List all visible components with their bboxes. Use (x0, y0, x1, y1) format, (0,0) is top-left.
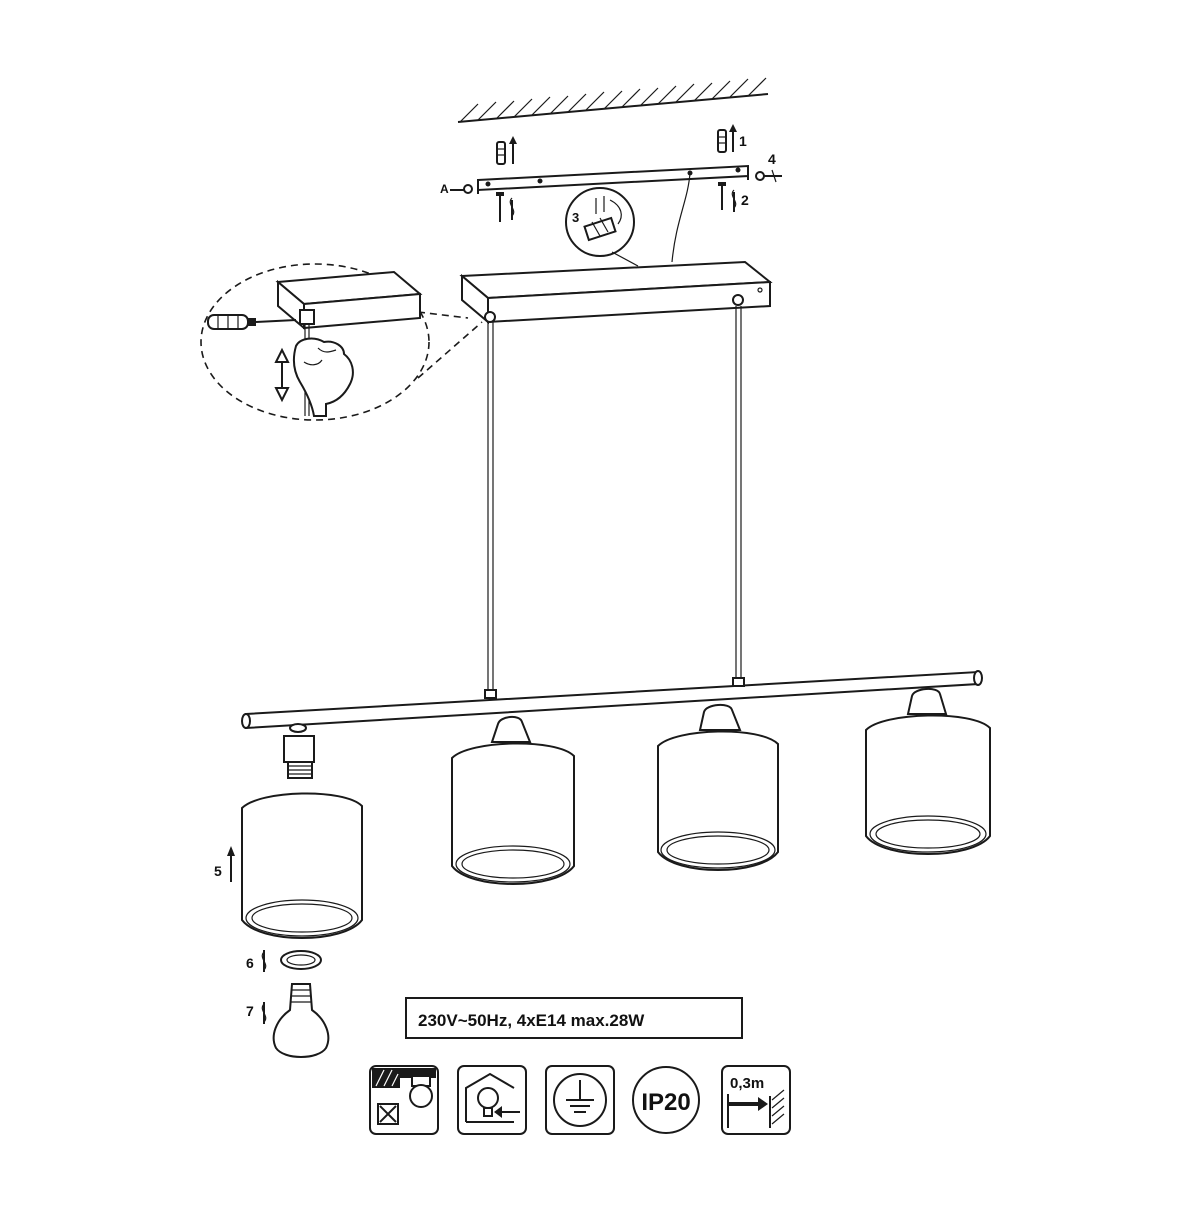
step-1-label: 1 (739, 133, 747, 149)
light-bulb: 7 (246, 983, 330, 1058)
ceiling-surface (457, 77, 769, 123)
spec-text: 230V~50Hz, 4xE14 max.28W (418, 1011, 645, 1030)
mounting-bracket (477, 164, 749, 263)
screw-icon: 2 (718, 182, 749, 212)
lamp-shade (865, 688, 991, 855)
minimum-distance-icon: 0,3m (721, 1065, 791, 1135)
terminal-detail-callout: 3 (565, 187, 639, 267)
step-7-label: 7 (246, 1003, 254, 1019)
step-5-label: 5 (214, 863, 222, 879)
ip-rating-icon: IP20 (632, 1066, 700, 1134)
indoor-use-icon (457, 1065, 527, 1135)
ceiling-canopy (459, 260, 773, 325)
shade-ring: 6 (246, 950, 322, 972)
lamp-bar (241, 670, 983, 730)
electrical-spec-label: 230V~50Hz, 4xE14 max.28W (405, 997, 743, 1039)
suspension-cable (735, 306, 742, 680)
distance-text: 0,3m (730, 1075, 764, 1092)
hand-icon (292, 337, 354, 417)
wall-plug-icon: 1 (717, 124, 747, 153)
screw-icon: 4 (755, 151, 782, 183)
lamp-shade: 5 (214, 792, 363, 939)
not-for-insulated-ceiling-icon (369, 1065, 439, 1135)
step-4-label: 4 (768, 151, 776, 167)
step-2-label: 2 (741, 192, 749, 208)
screw-icon (496, 192, 515, 222)
step-3-label: 3 (572, 210, 579, 225)
nut-icon: A (440, 182, 473, 196)
suspension-cable (487, 322, 494, 692)
wall-plug-icon (496, 136, 517, 165)
protective-earth-icon (545, 1065, 615, 1135)
part-a-label: A (440, 182, 449, 196)
screwdriver-icon (207, 314, 297, 330)
lamp-shade (657, 704, 779, 871)
lamp-shade (451, 716, 575, 885)
step-6-label: 6 (246, 955, 254, 971)
ip-rating-text: IP20 (641, 1089, 690, 1116)
lamp-socket (283, 723, 315, 779)
double-arrow-icon (274, 347, 290, 403)
